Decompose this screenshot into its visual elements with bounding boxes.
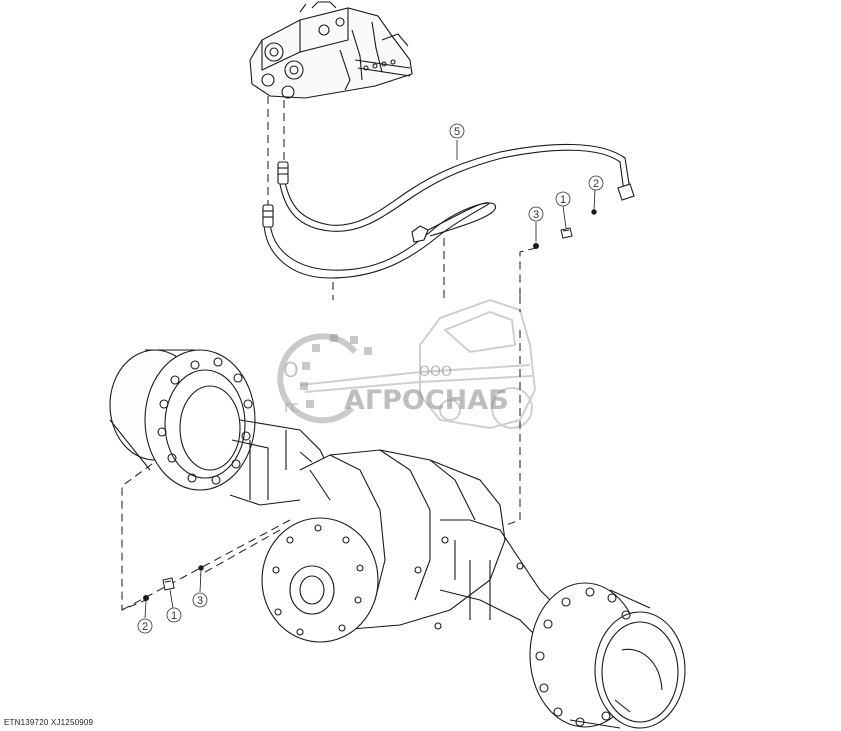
callout-2-right-label: 2 (593, 178, 599, 190)
callout-1-left: 1 (166, 607, 182, 623)
right-hub-bolts (535, 587, 631, 727)
callout-3-right-label: 3 (533, 209, 539, 221)
callout-3-right: 3 (528, 206, 544, 222)
watermark-gear-icon (277, 333, 358, 424)
callout-3-left-label: 3 (197, 595, 203, 607)
left-hub-bolts (157, 357, 253, 485)
callout-5: 5 (449, 123, 465, 139)
callout-bubbles: 5 3 1 2 2 1 3 (137, 123, 604, 634)
watermark-gear-teeth-icon (300, 334, 372, 408)
control-valve-assembly (249, 1, 413, 99)
watermark-partial-top: О (283, 358, 299, 382)
callout-5-label: 5 (454, 126, 460, 138)
watermark-prefix: ООО (419, 364, 452, 380)
hydraulic-hose (262, 143, 635, 279)
watermark-partial-bottom: rc (284, 397, 299, 416)
callout-3-left: 3 (192, 592, 208, 608)
watermark-harvester-icon (299, 298, 537, 430)
callout-1-left-label: 1 (171, 610, 177, 622)
callout-2-right: 2 (588, 175, 604, 191)
callout-1-right: 1 (555, 191, 571, 207)
axle-assembly (109, 349, 686, 729)
watermark-company-name: АГРОСНАБ (344, 385, 509, 416)
callout-2-left: 2 (137, 618, 153, 634)
watermark: ООО АГРОСНАБ О rc (277, 298, 537, 430)
callout-2-left-label: 2 (142, 621, 148, 633)
reference-code: ETN139720 XJ1250909 (4, 718, 94, 727)
callout-1-right-label: 1 (560, 194, 566, 206)
callout-leaders (144, 140, 596, 619)
front-cover-bolts (272, 524, 364, 636)
fitting-parts-left (143, 565, 204, 601)
